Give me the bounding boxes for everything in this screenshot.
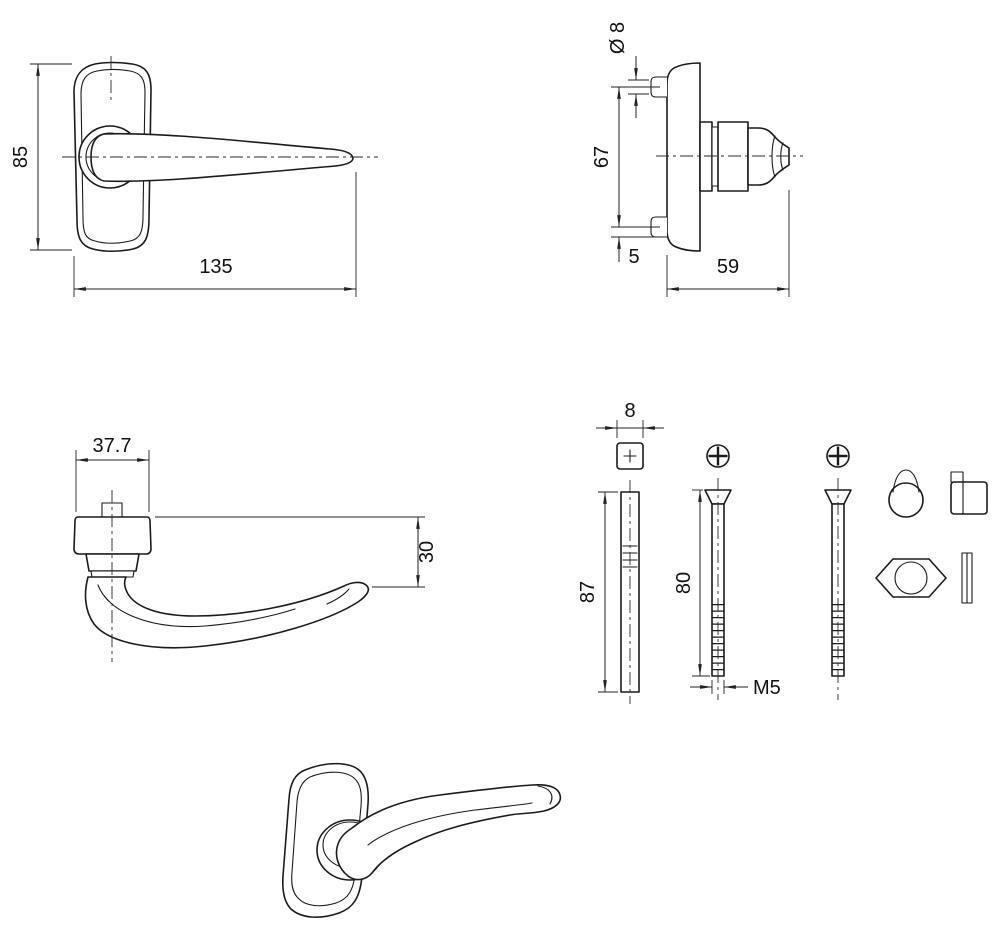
lever-drop-label: 30 [416,541,438,563]
dim-front-length: 135 [73,172,357,297]
plate-profile [666,62,701,252]
dim-thread: M5 [690,677,781,699]
dim-spindle-length: 87 [577,491,618,693]
lever-top-contour [97,584,296,628]
grip-contour-1 [771,135,776,178]
dim-square-size: 8 [596,400,664,438]
side-view: Ø 8 67 5 59 [591,22,803,297]
screw-2 [824,444,852,700]
collar-step-top [90,570,135,578]
lever-tip-contour [326,588,350,605]
dim-lever-drop: 30 [155,516,438,588]
top-view: 37.7 30 [73,435,438,662]
screw-length-label: 80 [673,572,695,594]
nut-bore [894,561,928,595]
lever-3d-top-edge [367,802,533,846]
hex-nut [875,558,947,598]
dim-fixing-centers: 67 [591,86,660,228]
lever-3d-outline [335,784,562,881]
plate-3d-bevel [291,771,362,907]
fixing-centers-label: 67 [591,146,613,168]
grip-contour-2 [780,142,784,171]
dim-screw-length: 80 [673,489,710,677]
rosette-top [73,516,152,555]
thread-label: M5 [753,677,781,699]
dim-hole-diameter: Ø 8 [607,22,649,118]
bushing-tab [950,471,964,483]
bushing [950,471,988,515]
nut-outline [875,558,947,598]
perspective-view [281,762,562,918]
front-height-label: 85 [10,146,32,168]
lever-outline [90,132,354,183]
dim-front-height: 85 [10,63,72,251]
neck-ring [699,121,713,192]
cap-base [888,482,924,518]
front-view: 85 135 [10,56,378,297]
hole-diameter-label: Ø 8 [607,22,629,54]
cover-cap [888,469,924,518]
hardware-parts: 8 87 80 [577,400,988,704]
front-length-label: 135 [199,256,232,278]
lever-3d-tip-curl [537,785,553,805]
dim-rose-width: 37.7 [75,435,150,512]
depth-label: 59 [717,256,739,278]
grip-end [747,127,790,186]
edge-offset-label: 5 [628,246,639,268]
rose-width-label: 37.7 [93,435,132,457]
lever-top-outline [84,576,370,649]
collar-top [85,553,140,572]
screw-1 [704,444,732,700]
bushing-body [950,481,988,515]
dim-depth: 59 [666,190,790,297]
neck-step [711,126,719,187]
pin [961,552,973,604]
cap-dome [892,469,920,493]
spindle-length-label: 87 [577,581,599,603]
square-size-label: 8 [624,400,635,422]
dim-edge-offset: 5 [611,236,660,268]
rosette-bevel [80,68,146,244]
neck-block [717,121,749,192]
